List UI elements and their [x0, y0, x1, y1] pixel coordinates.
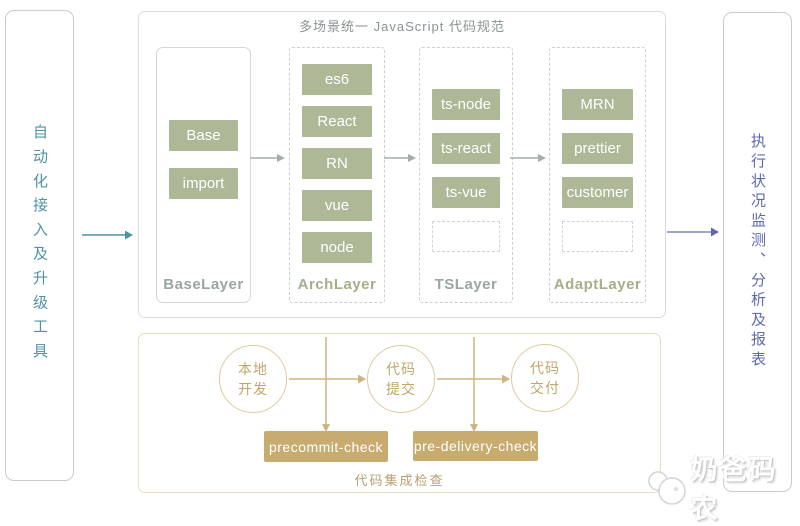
ts-layer-box: ts-node ts-react ts-vue TSLayer — [419, 47, 513, 303]
adapt-layer-box: MRN prettier customer AdaptLayer — [549, 47, 646, 303]
arrow-base-to-arch — [250, 154, 285, 162]
flow-step-text: 开发 — [238, 381, 268, 397]
flow-step-code-commit: 代码 提交 — [367, 345, 435, 413]
js-spec-container: 多场景统一 JavaScript 代码规范 Base import BaseLay… — [138, 11, 666, 318]
ts-layer-label: TSLayer — [434, 276, 498, 293]
line-down-to-predelivery — [470, 337, 478, 432]
precommit-check-box: precommit-check — [264, 431, 388, 462]
line-down-to-precommit — [322, 337, 330, 432]
arrow-main-to-right-panel — [667, 227, 719, 237]
automation-tools-label: 自动化接入及升级工具 — [31, 124, 48, 367]
adapt-layer-label: AdaptLayer — [553, 276, 642, 293]
chip-import: import — [169, 168, 238, 199]
flow-step-text: 交付 — [530, 380, 560, 396]
chip-ts-vue: ts-vue — [432, 177, 500, 208]
automation-tools-panel: 自动化接入及升级工具 — [5, 10, 74, 481]
arrow-arch-to-ts — [384, 154, 416, 162]
chip-es6: es6 — [302, 64, 372, 95]
chip-ts-react: ts-react — [432, 133, 500, 164]
monitoring-report-label: 执行状况监测、分析及报表 — [749, 133, 766, 371]
chip-MRN: MRN — [562, 89, 633, 120]
js-spec-title: 多场景统一 JavaScript 代码规范 — [299, 19, 505, 34]
arrow-left-panel-to-main — [82, 230, 133, 240]
flow-step-text: 本地 — [238, 360, 268, 377]
chip-prettier: prettier — [562, 133, 633, 164]
arch-layer-label: ArchLayer — [297, 276, 377, 293]
base-layer-label: BaseLayer — [163, 276, 244, 293]
flow-step-text: 代码 — [386, 360, 416, 377]
flow-step-text: 提交 — [386, 381, 416, 397]
chip-RN: RN — [302, 148, 372, 179]
arrow-ts-to-adapt — [510, 154, 546, 162]
ts-layer-chips: ts-node ts-react ts-vue — [432, 89, 500, 252]
monitoring-report-panel: 执行状况监测、分析及报表 — [723, 12, 792, 492]
arrow-localdev-to-commit — [289, 374, 366, 384]
flow-step-text: 代码 — [530, 359, 560, 376]
base-layer-box: Base import BaseLayer — [156, 47, 251, 303]
base-layer-chips: Base import — [169, 120, 238, 199]
chip-vue: vue — [302, 190, 372, 221]
integration-check-box: 本地 开发 代码 提交 代码 交付 precommit-check pre-de… — [138, 333, 661, 493]
pre-delivery-check-box: pre-delivery-check — [413, 431, 538, 461]
chip-empty-slot — [432, 221, 500, 252]
flow-step-code-delivery: 代码 交付 — [511, 344, 579, 412]
arrow-commit-to-delivery — [437, 374, 510, 384]
chip-customer: customer — [562, 177, 633, 208]
chip-empty-slot — [562, 221, 633, 252]
chip-ts-node: ts-node — [432, 89, 500, 120]
flow-step-local-dev: 本地 开发 — [219, 345, 287, 413]
adapt-layer-chips: MRN prettier customer — [562, 89, 633, 252]
chip-Base: Base — [169, 120, 238, 151]
integration-check-caption: 代码集成检查 — [354, 473, 445, 488]
chip-React: React — [302, 106, 372, 137]
chip-node: node — [302, 232, 372, 263]
